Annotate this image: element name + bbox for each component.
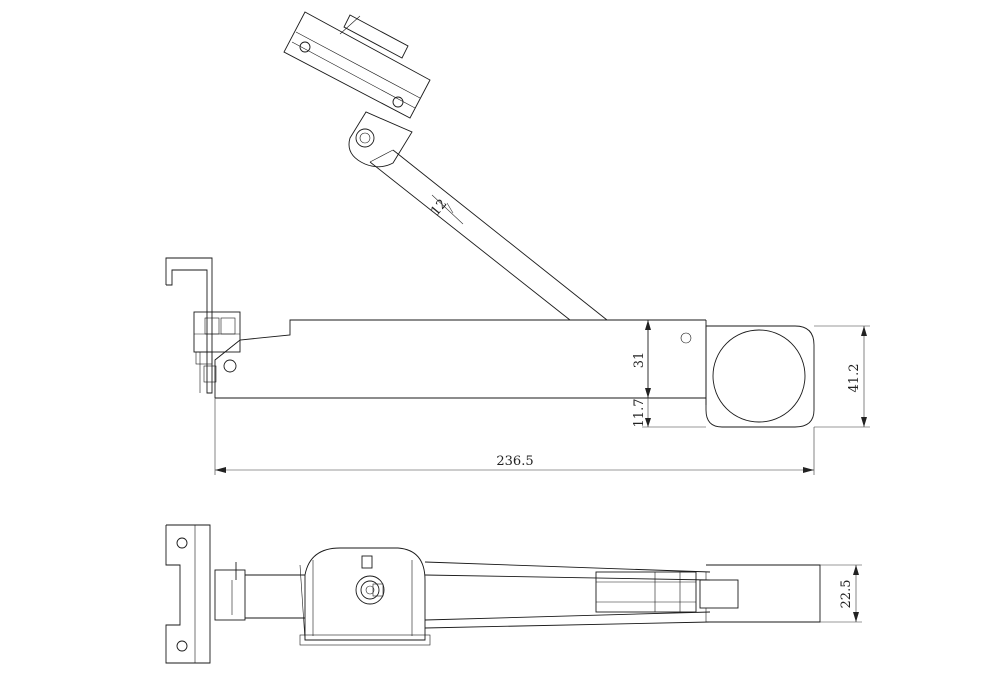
dim-label-bottom-width: 22.5 xyxy=(839,580,854,609)
pivot-housing xyxy=(299,547,431,646)
dim-label-rod-width: 12 xyxy=(428,197,450,219)
dim-label-overall-length: 236.5 xyxy=(496,454,533,469)
dim-label-body-height: 31 xyxy=(632,352,647,369)
roller-end xyxy=(705,564,821,623)
mounting-bracket xyxy=(165,257,241,394)
pivot-knuckle xyxy=(348,111,413,168)
dimension-overall-length: 236.5 xyxy=(214,398,815,475)
dimension-roller-height: 41.2 xyxy=(814,325,870,428)
upper-clamp-block xyxy=(283,11,431,119)
side-view: 12 31 11.7 41.2 xyxy=(165,11,870,475)
diagonal-rod xyxy=(369,149,608,321)
dim-label-roller-height: 41.2 xyxy=(847,364,862,393)
dimension-lower-offset: 11.7 xyxy=(632,398,706,427)
dimension-body-height: 31 xyxy=(632,320,651,398)
dimension-bottom-width: 22.5 xyxy=(820,564,862,623)
dim-label-lower-offset: 11.7 xyxy=(632,399,647,428)
slider-block xyxy=(595,571,739,613)
arm-rails xyxy=(214,561,711,641)
dimension-rod-width: 12 xyxy=(428,194,464,225)
plan-view: 22.5 xyxy=(165,524,862,664)
mounting-plate xyxy=(165,524,211,664)
roller-housing xyxy=(705,325,815,428)
